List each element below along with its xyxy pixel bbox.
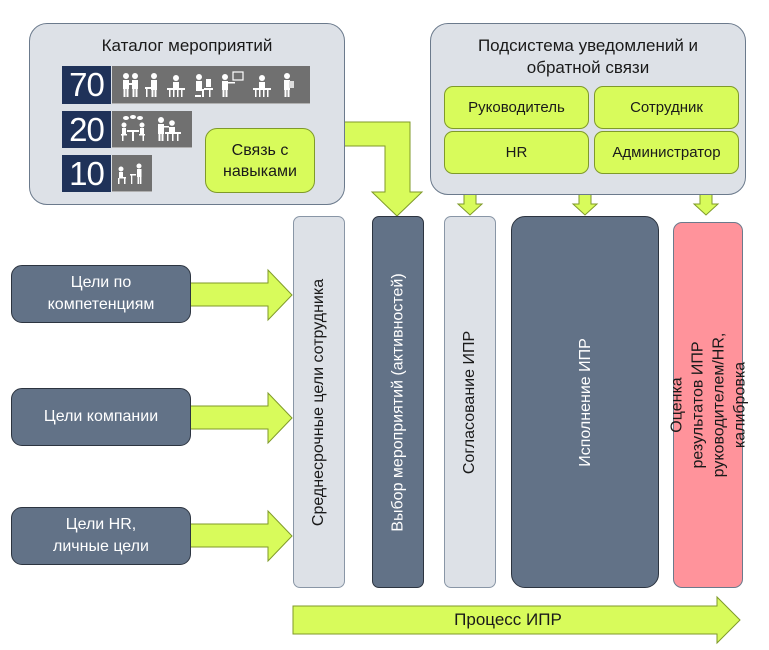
ratio-70: 70 [62,66,111,104]
stage-execution: Исполнение ИПР [511,216,659,588]
group-discussion-icon [121,115,145,141]
stage-approval-label: Согласование ИПР [461,330,479,474]
goal-company-label: Цели компании [43,408,159,425]
goal-company: Цели компании [11,388,191,446]
presenter-icon [222,70,244,97]
activity-strip-10 [112,155,152,192]
desk-worker-icon [253,74,271,97]
process-arrow [292,595,741,645]
role-admin: Администратор [594,131,739,174]
stage-activity-selection: Выбор мероприятий (активностей) [372,216,424,588]
activity-strip-20 [112,111,192,148]
stage-evaluation: Оценка результатов ИПР руководителем/HR,… [668,222,748,588]
standing-desk-icon [145,72,157,97]
activity-icons-20 [121,115,181,141]
stage-approval: Согласование ИПР [444,216,496,588]
stage-midterm-goals: Среднесрочные цели сотрудника [293,216,345,588]
goal-hr-personal: Цели HR, личные цели [11,507,191,565]
computer-worker-icon [195,73,213,97]
ratio-20: 20 [62,111,111,148]
notify-arrow-evaluation [692,193,720,216]
catalog-to-selection-arrow [343,121,424,217]
role-employee: Сотрудник [594,86,739,129]
notify-arrow-approval [456,193,484,216]
notifications-title: Подсистема уведомлений и обратной связи [477,36,699,77]
handshake-icon [123,72,138,97]
catalog-title: Каталог мероприятий [101,36,273,55]
goal-arrow-company [189,391,293,445]
role-manager: Руководитель [444,86,589,129]
classroom-icon [118,163,142,184]
skills-link-label: Связь с навыками [223,141,297,180]
process-label: Процесс ИПР [454,610,562,629]
role-hr: HR [444,131,589,174]
desk-worker-icon [167,74,185,97]
stage-execution-label: Исполнение ИПР [576,337,594,467]
stage-activity-selection-label: Выбор мероприятий (активностей) [389,272,407,532]
notify-arrow-execution [571,193,599,216]
ratio-10: 10 [62,155,111,192]
activity-strip-70 [112,66,310,104]
reading-person-icon [284,72,294,97]
activity-icons-70 [123,70,294,97]
goal-competencies: Цели по компетенциям [11,265,191,323]
goal-competencies-label: Цели по компетенциям [47,274,155,313]
stage-midterm-goals-label: Среднесрочные цели сотрудника [310,278,328,526]
skills-link-box: Связь с навыками [205,128,315,193]
mentoring-icon [158,117,181,141]
goal-arrow-competencies [189,268,293,322]
goal-arrow-hr [189,509,293,563]
stage-evaluation-label: Оценка результатов ИПР руководителем/HR,… [668,332,748,478]
goal-hr-personal-label: Цели HR, личные цели [53,516,149,555]
